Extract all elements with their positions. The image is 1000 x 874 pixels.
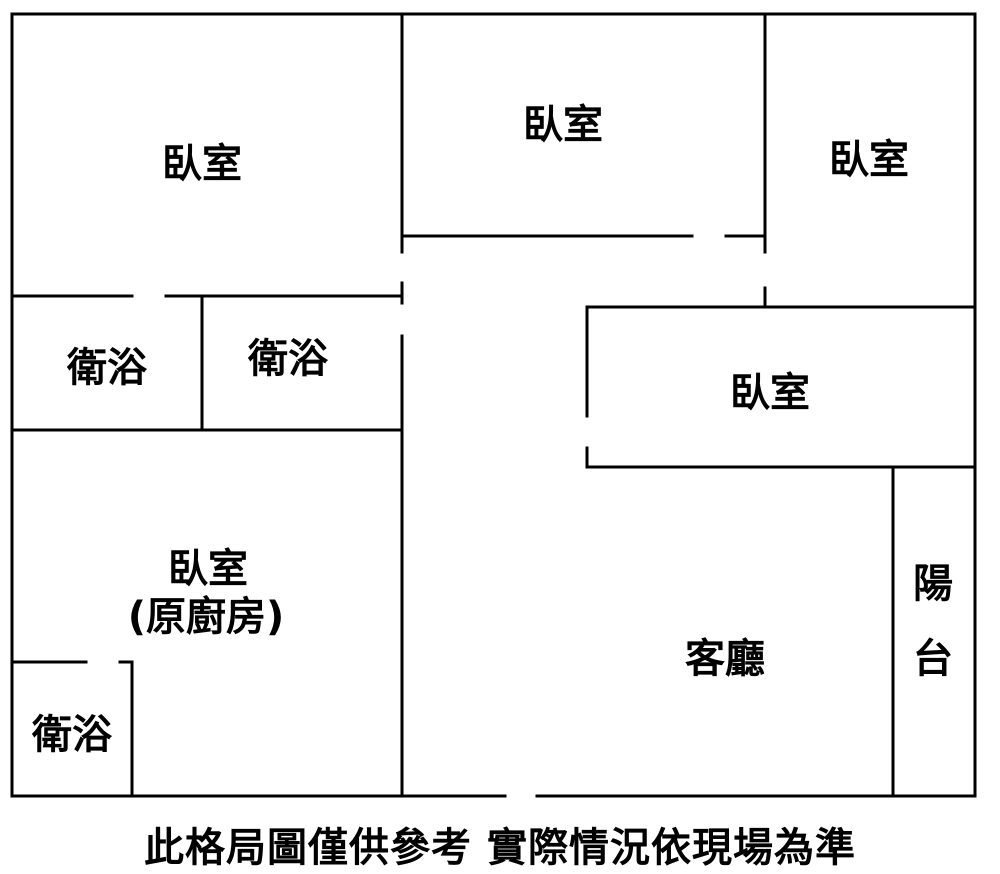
label-bedroom-top-left: 臥室 [162, 141, 242, 187]
label-balcony-line1: 陽 [913, 561, 953, 607]
label-bedroom-top-center: 臥室 [523, 102, 603, 148]
label-bedroom-former-kitchen-line1: 臥室 [168, 546, 248, 592]
label-bathroom-bottom-left: 衛浴 [31, 712, 113, 758]
label-bedroom-top-right: 臥室 [829, 137, 909, 183]
label-bedroom-former-kitchen-line2: (原廚房) [128, 594, 285, 640]
label-bathroom-center: 衛浴 [247, 336, 329, 382]
room-labels: 臥室 臥室 臥室 臥室 衛浴 衛浴 臥室 (原廚房) 衛浴 客廳 陽 台 [31, 102, 953, 758]
walls [10, 12, 977, 798]
label-bedroom-middle-right: 臥室 [730, 370, 810, 416]
label-living-room: 客廳 [685, 636, 765, 682]
disclaimer-caption: 此格局圖僅供參考 實際情況依現場為準 [144, 825, 856, 871]
label-bathroom-left: 衛浴 [66, 345, 148, 391]
label-balcony-line2: 台 [913, 636, 953, 682]
